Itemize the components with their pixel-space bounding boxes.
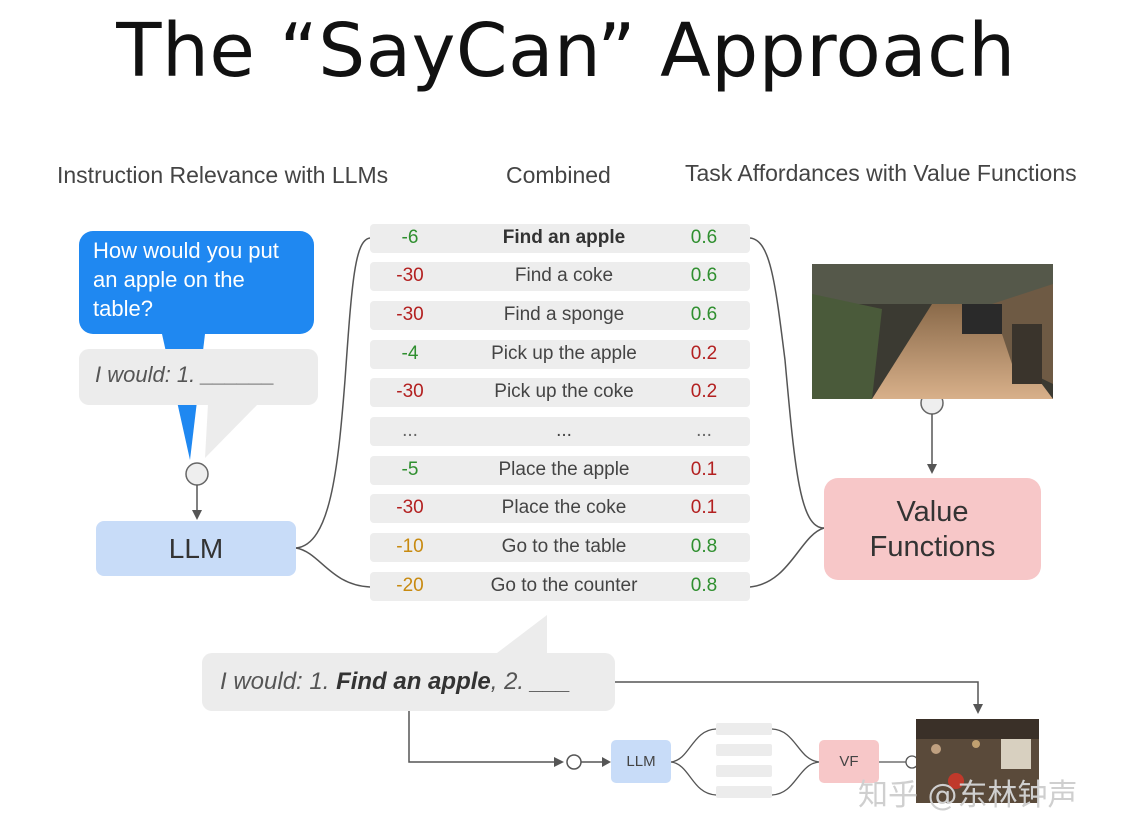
skill-name: Place the coke bbox=[501, 497, 627, 518]
question-bubble: How would you put an apple on the table? bbox=[79, 231, 314, 334]
prompt-bubble: I would: 1. ______ bbox=[79, 349, 318, 405]
header-combined: Combined bbox=[506, 162, 611, 188]
mini-vf-box: VF bbox=[819, 740, 879, 783]
output-suffix: , 2. ___ bbox=[490, 668, 571, 695]
table-row: -5 Place the apple 0.1 bbox=[370, 456, 750, 485]
affordance-score: 0.6 bbox=[690, 304, 718, 325]
table-row: -10 Go to the table 0.8 bbox=[370, 533, 750, 562]
table-row: -20 Go to the counter 0.8 bbox=[370, 572, 750, 601]
header-task-affordances: Task Affordances with Value Functions bbox=[685, 160, 1077, 186]
llm-score: -30 bbox=[396, 265, 424, 286]
mini-table-bar bbox=[716, 723, 772, 735]
skill-name: Place the apple bbox=[498, 459, 630, 480]
llm-score: -30 bbox=[396, 381, 424, 402]
affordance-score: 0.1 bbox=[690, 459, 718, 480]
output-prefix: I would: 1. bbox=[220, 668, 337, 695]
affordance-score: 0.1 bbox=[690, 497, 718, 518]
robot-table-image bbox=[916, 719, 1039, 803]
output-selected-skill: Find an apple bbox=[336, 668, 491, 695]
affordance-score: 0.2 bbox=[690, 343, 718, 364]
vf-label-line1: Value bbox=[896, 496, 969, 528]
mini-table-bar bbox=[716, 744, 772, 756]
table-row: ......... bbox=[370, 417, 750, 446]
skill-name: Find a coke bbox=[514, 265, 614, 286]
mini-table-bar bbox=[716, 786, 772, 798]
watermark: 知乎 @东林钟声 bbox=[858, 778, 1078, 813]
value-functions-box: Value Functions bbox=[824, 478, 1041, 580]
table-row: -30 Pick up the coke 0.2 bbox=[370, 378, 750, 407]
table-row: -30 Find a sponge 0.6 bbox=[370, 301, 750, 330]
affordance-score: 0.8 bbox=[690, 536, 718, 557]
robot-camera-image bbox=[812, 264, 1053, 399]
affordance-score: ... bbox=[696, 420, 712, 441]
skill-name: Pick up the coke bbox=[494, 381, 634, 402]
affordance-score: 0.8 bbox=[690, 575, 718, 596]
table-row: -6 Find an apple 0.6 bbox=[370, 224, 750, 253]
llm-score: -6 bbox=[401, 227, 419, 248]
table-row: -30 Find a coke 0.6 bbox=[370, 262, 750, 291]
output-bubble: I would: 1. Find an apple, 2. ___ bbox=[202, 653, 615, 711]
llm-score: -4 bbox=[401, 343, 419, 364]
table-row: -4 Pick up the apple 0.2 bbox=[370, 340, 750, 369]
skill-name: Pick up the apple bbox=[491, 343, 637, 364]
mini-llm-box: LLM bbox=[611, 740, 671, 783]
skill-name: ... bbox=[556, 420, 572, 441]
affordance-score: 0.2 bbox=[690, 381, 718, 402]
affordance-score: 0.6 bbox=[690, 265, 718, 286]
llm-box: LLM bbox=[96, 521, 296, 576]
llm-score: -30 bbox=[396, 497, 424, 518]
skill-name: Find an apple bbox=[502, 227, 626, 248]
llm-score: -20 bbox=[396, 575, 424, 596]
skill-name: Go to the counter bbox=[490, 575, 638, 596]
llm-score: -10 bbox=[396, 536, 424, 557]
prompt-bubble-tail bbox=[205, 404, 258, 458]
junction-circle bbox=[185, 462, 209, 486]
skill-name: Find a sponge bbox=[503, 304, 625, 325]
vf-label-line2: Functions bbox=[869, 531, 996, 563]
skill-name: Go to the table bbox=[501, 536, 627, 557]
llm-score: -5 bbox=[401, 459, 419, 480]
llm-score: ... bbox=[402, 420, 418, 441]
table-row: -30 Place the coke 0.1 bbox=[370, 494, 750, 523]
header-instruction-relevance: Instruction Relevance with LLMs bbox=[57, 162, 389, 188]
llm-score: -30 bbox=[396, 304, 424, 325]
affordance-score: 0.6 bbox=[690, 227, 718, 248]
mini-table-bar bbox=[716, 765, 772, 777]
slide-title: The “SayCan” Approach bbox=[116, 8, 1016, 94]
